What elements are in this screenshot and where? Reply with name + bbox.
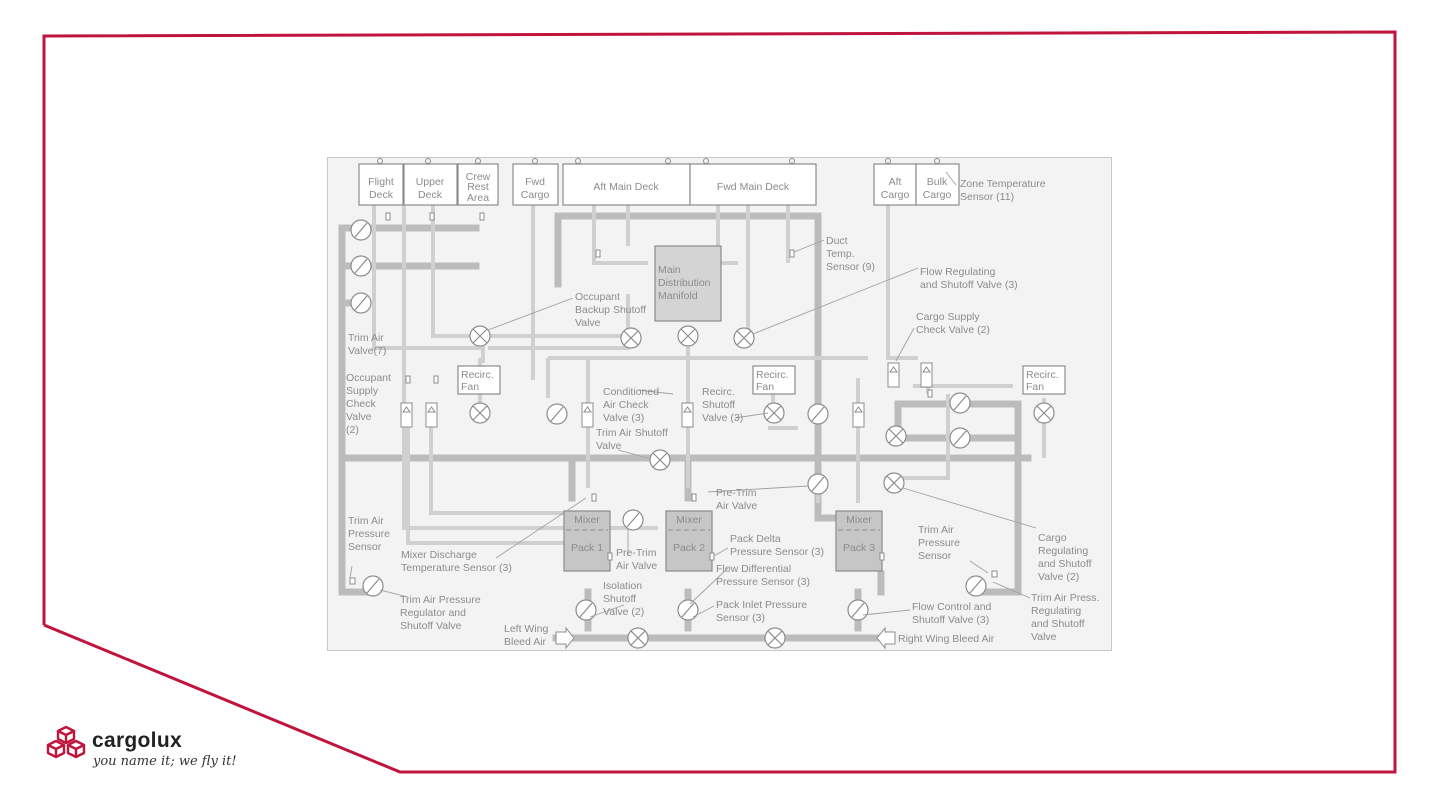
pack-2-mixer: Mixer <box>676 514 702 526</box>
brand-tagline: you name it; we fly it! <box>93 754 237 769</box>
recirc-fan-1-label: Recirc.Fan <box>461 369 494 393</box>
recirc-fan-boxes <box>457 365 1066 395</box>
pack-2-label: Pack 2 <box>673 542 705 554</box>
duct-sensor-icons <box>349 212 998 585</box>
pack-1-mixer: Mixer <box>574 514 600 526</box>
main-distribution-manifold <box>654 245 722 322</box>
pack-boxes <box>563 510 883 572</box>
zone-aft-main-deck: Aft Main Deck <box>593 181 659 193</box>
zone-temperature-sensor-icons <box>377 158 940 164</box>
check-valve-icons <box>400 362 933 428</box>
shutoff-valve-icons <box>469 325 1055 649</box>
stacked-cubes-icon <box>46 725 86 759</box>
pack-3-label: Pack 3 <box>843 542 875 554</box>
zone-boxes <box>358 163 960 206</box>
zone-fwd-main-deck: Fwd Main Deck <box>717 181 790 193</box>
callout-leaders <box>349 171 1037 618</box>
callout-right-wing-bleed-air: Right Wing Bleed Air <box>898 633 995 645</box>
recirc-fan-3-label: Recirc.Fan <box>1026 369 1059 393</box>
pack-3-mixer: Mixer <box>846 514 872 526</box>
frame-border <box>42 30 1397 774</box>
bleed-air-arrows <box>555 626 896 650</box>
modulating-valve-icons <box>350 219 987 621</box>
pack-1-label: Pack 1 <box>571 542 603 554</box>
main-ducts <box>338 212 1032 642</box>
recirc-fan-2-label: Recirc.Fan <box>756 369 789 393</box>
brand-name: cargolux <box>92 729 182 752</box>
